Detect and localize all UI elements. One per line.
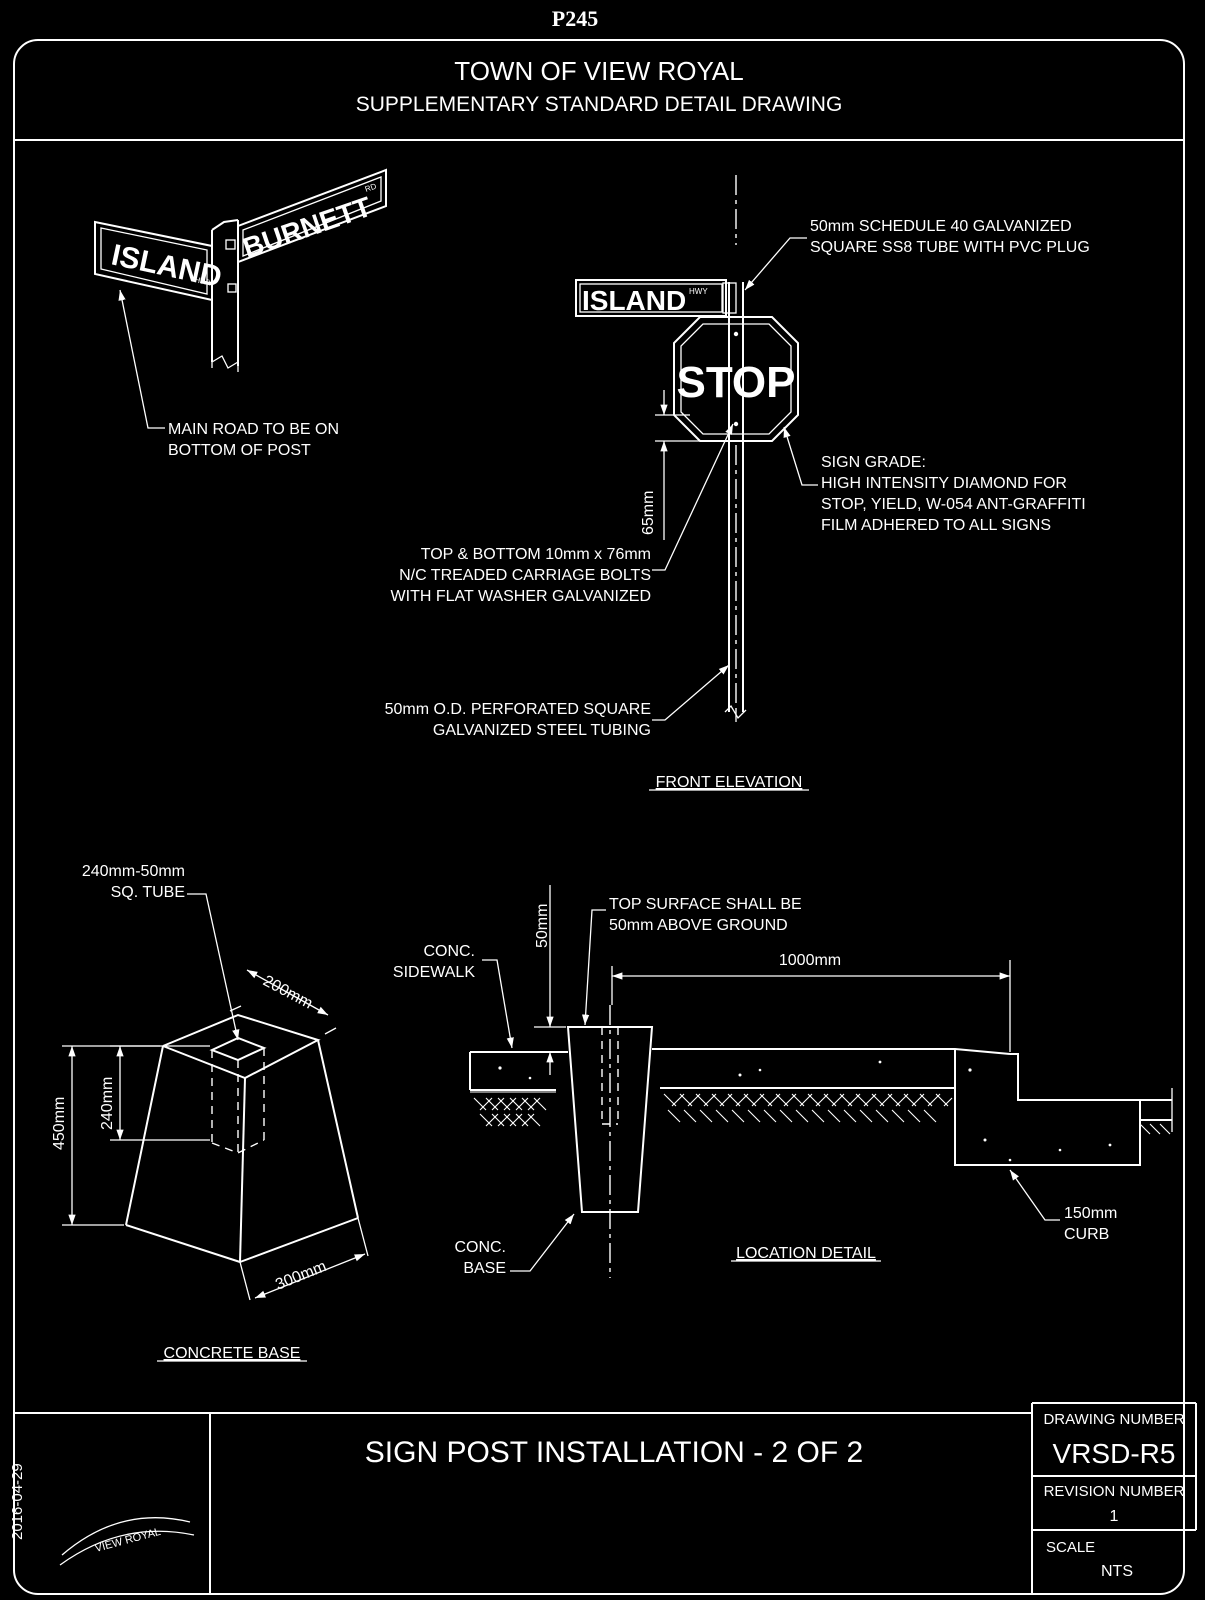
dim-50mm: 50mm — [534, 904, 551, 948]
note-base-1: CONC. — [454, 1239, 506, 1256]
sheet-border — [13, 39, 1185, 1595]
page-id: P245 — [552, 6, 598, 31]
revision-number: 1 — [1110, 1508, 1119, 1525]
front-elevation: ISLAND HWY STOP — [575, 175, 818, 722]
note-tube-1: 50mm SCHEDULE 40 GALVANIZED — [810, 218, 1072, 235]
drawing-number-label: DRAWING NUMBER — [1043, 1411, 1184, 1428]
note-top-surface-1: TOP SURFACE SHALL BE — [609, 896, 802, 913]
title-date: 2016-04-29 — [9, 1463, 26, 1540]
stop-sign-text: STOP — [676, 358, 795, 407]
burnett-blade-text: BURNETT — [239, 191, 376, 264]
note-bolts-3: WITH FLAT WASHER GALVANIZED — [391, 588, 651, 605]
note-bolts-1: TOP & BOTTOM 10mm x 76mm — [421, 546, 651, 563]
note-main-road-2: BOTTOM OF POST — [168, 442, 311, 459]
stop-sign — [673, 316, 799, 442]
note-curb-2: CURB — [1064, 1226, 1109, 1243]
dim-200mm: 200mm — [260, 973, 315, 1013]
note-grade-4: FILM ADHERED TO ALL SIGNS — [821, 517, 1051, 534]
dim-240mm: 240mm — [99, 1077, 116, 1130]
burnett-blade — [237, 168, 387, 264]
caption-front-elevation: FRONT ELEVATION — [656, 774, 803, 791]
burnett-blade-suffix: RD — [364, 182, 378, 194]
logo-text: VIEW ROYAL — [94, 1526, 162, 1555]
island-sign — [575, 279, 727, 317]
revision-label: REVISION NUMBER — [1044, 1483, 1185, 1500]
note-tube-2: SQUARE SS8 TUBE WITH PVC PLUG — [810, 239, 1090, 256]
note-main-road-1: MAIN ROAD TO BE ON — [168, 421, 339, 438]
island-blade — [94, 220, 213, 302]
dim-300mm: 300mm — [273, 1258, 329, 1294]
street-sign-isometric: ISLAND HWY BURNETT RD — [94, 168, 387, 429]
town-logo-icon — [61, 1517, 191, 1556]
note-sidewalk-1: CONC. — [423, 943, 475, 960]
dim-450mm: 450mm — [51, 1097, 68, 1150]
concrete-base — [62, 893, 369, 1301]
island-sign-text: ISLAND — [582, 285, 686, 316]
header-title: TOWN OF VIEW ROYAL — [454, 56, 743, 86]
drawing-number: VRSD-R5 — [1053, 1438, 1176, 1469]
note-grade-2: HIGH INTENSITY DIAMOND FOR — [821, 475, 1067, 492]
location-detail — [469, 885, 1173, 1278]
caption-location-detail: LOCATION DETAIL — [736, 1245, 876, 1262]
note-grade-3: STOP, YIELD, W-054 ANT-GRAFFITI — [821, 496, 1086, 513]
scale-value: NTS — [1101, 1563, 1133, 1580]
dim-65mm: 65mm — [640, 491, 657, 535]
note-sq-tube-1: 240mm-50mm — [82, 863, 185, 880]
caption-concrete-base: CONCRETE BASE — [164, 1345, 301, 1362]
drawing-title: SIGN POST INSTALLATION - 2 OF 2 — [365, 1436, 863, 1469]
note-tubing-1: 50mm O.D. PERFORATED SQUARE — [385, 701, 651, 718]
note-sidewalk-2: SIDEWALK — [393, 964, 475, 981]
note-grade-1: SIGN GRADE: — [821, 454, 926, 471]
title-block — [14, 1402, 1197, 1594]
note-tubing-2: GALVANIZED STEEL TUBING — [433, 722, 651, 739]
header-subtitle: SUPPLEMENTARY STANDARD DETAIL DRAWING — [356, 93, 843, 116]
note-top-surface-2: 50mm ABOVE GROUND — [609, 917, 788, 934]
scale-label: SCALE — [1046, 1539, 1095, 1556]
island-sign-suffix: HWY — [689, 287, 708, 296]
island-blade-suffix: HWY — [194, 275, 215, 288]
note-sq-tube-2: SQ. TUBE — [111, 884, 185, 901]
dim-1000mm: 1000mm — [779, 952, 841, 969]
note-base-2: BASE — [463, 1260, 506, 1277]
note-bolts-2: N/C TREADED CARRIAGE BOLTS — [399, 567, 651, 584]
note-curb-1: 150mm — [1064, 1205, 1117, 1222]
